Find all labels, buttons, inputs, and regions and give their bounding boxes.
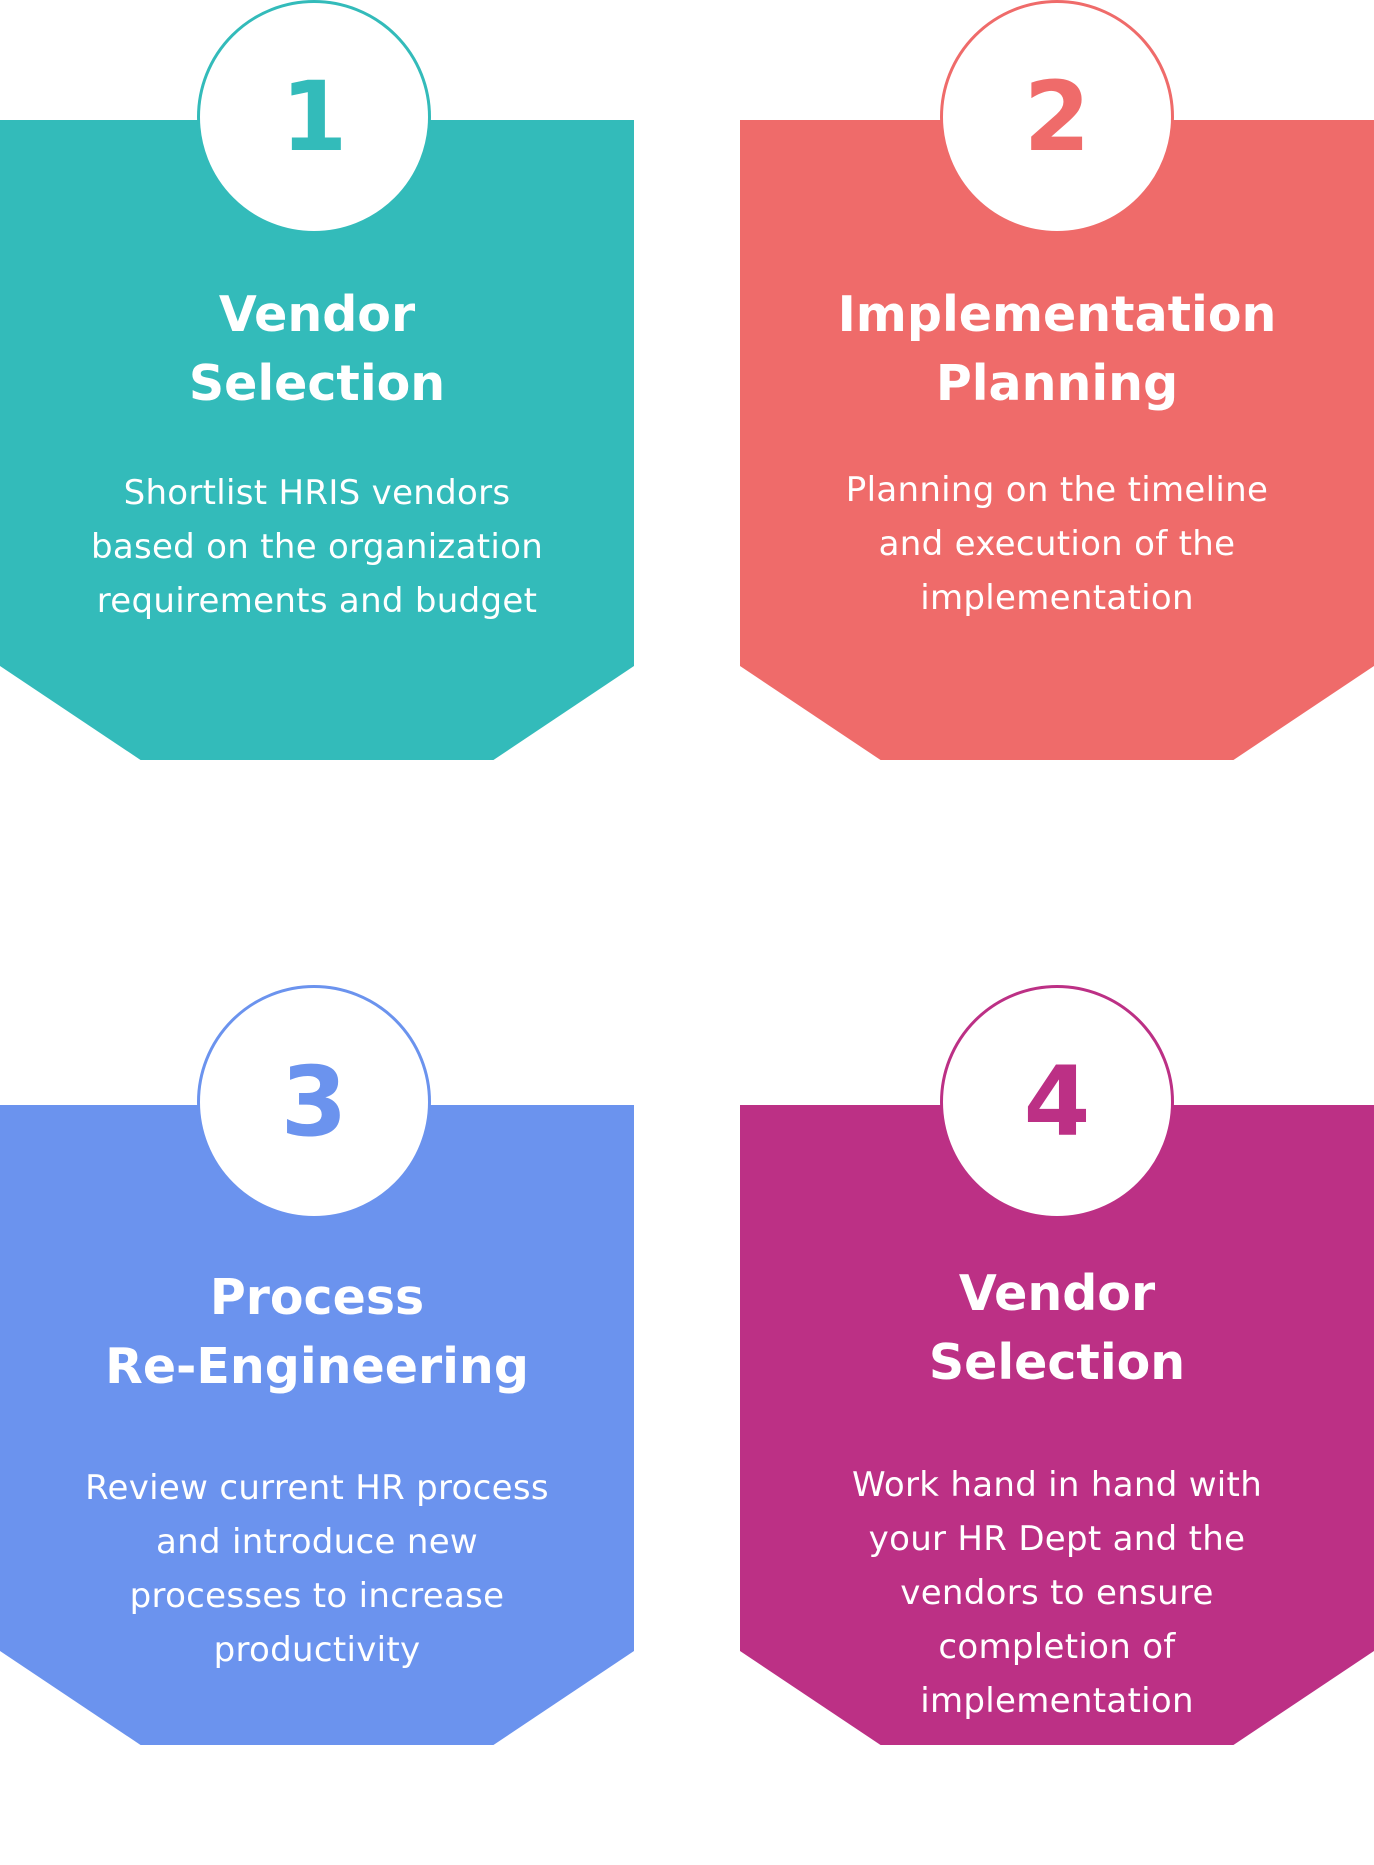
step-title-line: Vendor xyxy=(958,1265,1156,1322)
step-card-1: 1 Vendor Selection Shortlist HRIS vendor… xyxy=(0,0,634,760)
step-description: Work hand in hand with your HR Dept and … xyxy=(760,1458,1354,1728)
step-title-line: Vendor xyxy=(218,286,416,343)
chevron-shape xyxy=(740,120,1374,760)
step-description-line: processes to increase xyxy=(129,1576,505,1616)
step-title: Implementation Planning xyxy=(760,280,1354,418)
step-number-badge: 4 xyxy=(940,985,1174,1219)
step-title-line: Planning xyxy=(935,355,1179,412)
step-title-line: Process xyxy=(209,1269,425,1326)
step-title-line: Selection xyxy=(188,355,446,412)
step-title: Vendor Selection xyxy=(760,1259,1354,1397)
step-description-line: Review current HR process xyxy=(85,1468,549,1508)
chevron-shape xyxy=(0,1105,634,1745)
step-description-line: implementation xyxy=(920,1681,1194,1721)
step-number-badge: 1 xyxy=(197,0,431,234)
step-card-shape xyxy=(0,120,634,760)
step-description-line: implementation xyxy=(920,578,1194,618)
step-description: Review current HR process and introduce … xyxy=(20,1461,614,1677)
chevron-shape xyxy=(740,1105,1374,1745)
step-title: Vendor Selection xyxy=(20,280,614,418)
step-description-line: and execution of the xyxy=(878,524,1236,564)
step-card-shape xyxy=(0,1105,634,1745)
step-card-shape xyxy=(740,120,1374,760)
step-number: 4 xyxy=(1023,1046,1091,1158)
step-title-line: Implementation xyxy=(837,286,1277,343)
step-card-4: 4 Vendor Selection Work hand in hand wit… xyxy=(740,985,1374,1745)
step-description-line: completion of xyxy=(938,1627,1176,1667)
chevron-shape xyxy=(0,120,634,760)
step-number-badge: 3 xyxy=(197,985,431,1219)
step-title: Process Re-Engineering xyxy=(20,1263,614,1401)
step-card-shape xyxy=(740,1105,1374,1745)
step-description-line: Work hand in hand with xyxy=(851,1465,1263,1505)
step-number-badge: 2 xyxy=(940,0,1174,234)
step-description-line: your HR Dept and the xyxy=(868,1519,1246,1559)
step-title-line: Re-Engineering xyxy=(105,1338,529,1395)
step-description-line: productivity xyxy=(213,1630,421,1670)
step-number: 1 xyxy=(280,61,348,173)
step-description: Planning on the timeline and execution o… xyxy=(760,463,1354,625)
step-description-line: Shortlist HRIS vendors xyxy=(123,473,511,513)
step-number: 2 xyxy=(1023,61,1091,173)
step-description-line: Planning on the timeline xyxy=(845,470,1269,510)
step-description-line: based on the organization xyxy=(90,527,544,567)
step-description-line: requirements and budget xyxy=(96,581,538,621)
step-description-line: vendors to ensure xyxy=(900,1573,1214,1613)
step-title-line: Selection xyxy=(928,1334,1186,1391)
step-card-3: 3 Process Re-Engineering Review current … xyxy=(0,985,634,1745)
step-number: 3 xyxy=(280,1046,348,1158)
step-description: Shortlist HRIS vendors based on the orga… xyxy=(20,466,614,628)
step-card-2: 2 Implementation Planning Planning on th… xyxy=(740,0,1374,760)
step-description-line: and introduce new xyxy=(155,1522,479,1562)
